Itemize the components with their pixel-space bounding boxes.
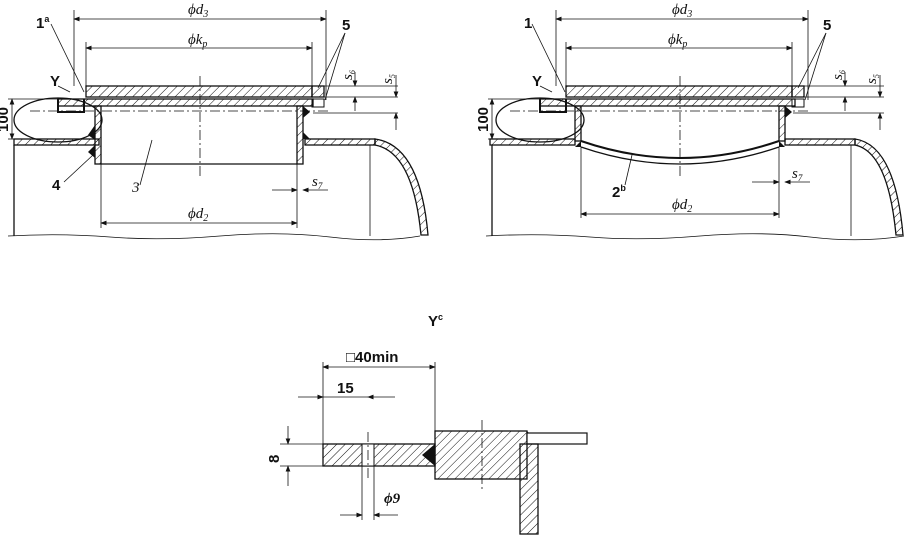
right-dim-s7: s7 bbox=[792, 166, 803, 183]
left-dim-s7: s7 bbox=[312, 174, 323, 191]
detail-dim-hole: ϕ9 bbox=[384, 491, 401, 507]
right-detail-y: Y bbox=[532, 73, 542, 90]
right-dim-d3: ϕd3 bbox=[672, 2, 692, 20]
right-dim-s5: s5 bbox=[864, 74, 881, 84]
detail-title: Yc bbox=[428, 312, 443, 330]
left-callout-3: 3 bbox=[131, 180, 140, 196]
right-dim-s6: s6 bbox=[830, 70, 847, 80]
right-dim-d2: ϕd2 bbox=[672, 197, 692, 215]
left-frame-wall-right bbox=[296, 105, 304, 165]
right-cover-plate bbox=[565, 85, 793, 98]
left-vessel-shell bbox=[7, 138, 429, 241]
detail-angle-leg bbox=[519, 443, 539, 535]
right-callout-2: 2b bbox=[612, 183, 626, 201]
left-frame-flange bbox=[57, 98, 314, 107]
left-callout-4: 4 bbox=[52, 177, 61, 194]
right-callout-1: 1 bbox=[524, 15, 532, 32]
detail-block bbox=[434, 430, 528, 480]
left-dim-s5: s5 bbox=[380, 74, 397, 84]
left-detail-y: Y bbox=[50, 73, 60, 90]
right-callout-5: 5 bbox=[823, 17, 831, 34]
left-dim-d3: ϕd3 bbox=[188, 2, 208, 20]
right-dim-kp: ϕkp bbox=[668, 32, 687, 50]
detail-dim-15: 15 bbox=[337, 380, 354, 397]
left-dim-kp: ϕkp bbox=[188, 32, 207, 50]
right-view bbox=[485, 10, 905, 241]
left-dim-d2: ϕd2 bbox=[188, 206, 208, 224]
detail-dim-8: 8 bbox=[266, 455, 283, 463]
left-dim-height: 100 bbox=[0, 107, 12, 132]
detail-clamp-bar bbox=[322, 443, 436, 467]
left-callout-5: 5 bbox=[342, 17, 350, 34]
detail-dim-square: □40min bbox=[346, 349, 398, 366]
right-dim-height: 100 bbox=[475, 107, 492, 132]
right-detail-y-circle bbox=[495, 97, 585, 143]
left-cover-plate bbox=[85, 85, 313, 98]
left-view bbox=[7, 10, 429, 241]
detail-y-view bbox=[280, 362, 588, 535]
left-callout-1: 1a bbox=[36, 14, 50, 32]
right-frame-flange bbox=[539, 98, 796, 107]
left-dim-s6: s6 bbox=[340, 70, 357, 80]
